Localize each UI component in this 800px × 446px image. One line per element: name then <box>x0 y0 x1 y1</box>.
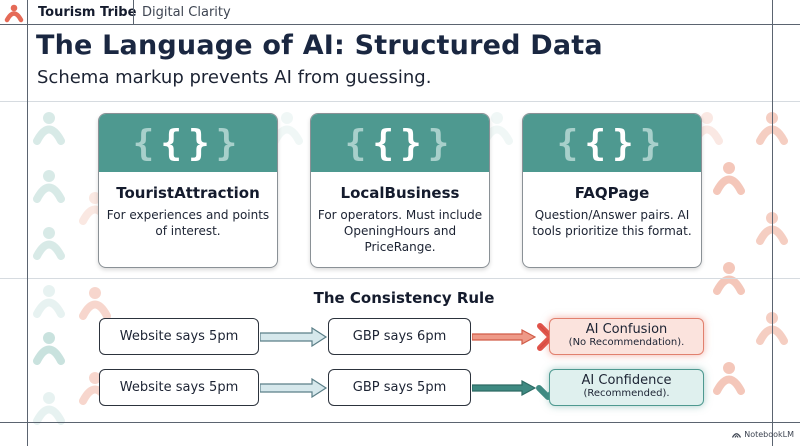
card-description: For experiences and points of interest. <box>106 208 270 238</box>
result-note: (Recommended). <box>583 388 670 399</box>
result-ai-confidence: AI Confidence (Recommended). <box>549 369 704 406</box>
card-description: Question/Answer pairs. AI tools prioriti… <box>532 208 692 238</box>
card-local-business: {{}} LocalBusiness For operators. Must i… <box>310 113 490 268</box>
person-icon <box>33 285 65 318</box>
slide-subtitle: Schema markup prevents AI from guessing. <box>37 67 432 88</box>
footer-divider <box>0 422 800 423</box>
person-icon <box>33 170 65 203</box>
arrow-right-icon <box>260 378 328 398</box>
curly-braces-icon: {{}} <box>99 114 277 172</box>
tagline: Digital Clarity <box>142 5 231 20</box>
curly-braces-icon: {{}} <box>311 114 489 172</box>
notebooklm-watermark: NotebookLM <box>732 430 794 439</box>
person-icon <box>79 287 111 320</box>
arrow-right-icon <box>260 327 328 347</box>
person-icon <box>33 227 65 260</box>
person-icon <box>713 262 745 295</box>
notebooklm-logo-icon <box>732 433 742 438</box>
brand-name: Tourism Tribe <box>38 5 137 20</box>
result-label: AI Confusion <box>585 322 668 337</box>
header-divider <box>0 24 800 25</box>
result-ai-confusion: AI Confusion (No Recommendation). <box>549 318 704 355</box>
gbp-box: GBP says 5pm <box>328 369 471 406</box>
person-icon <box>4 4 24 23</box>
brand-separator <box>133 0 134 24</box>
title-divider <box>0 101 800 102</box>
arrow-right-icon <box>472 380 536 396</box>
card-faq-page: {{}} FAQPage Question/Answer pairs. AI t… <box>522 113 702 268</box>
person-icon <box>33 392 65 425</box>
consistency-rule-title: The Consistency Rule <box>313 289 495 307</box>
curly-braces-icon: {{}} <box>523 114 701 172</box>
card-title: FAQPage <box>574 184 650 202</box>
card-tourist-attraction: {{}} TouristAttraction For experiences a… <box>98 113 278 268</box>
left-rule <box>27 0 28 446</box>
section-divider <box>0 278 800 279</box>
result-note: (No Recommendation). <box>568 337 685 348</box>
person-icon <box>713 162 745 195</box>
card-title: LocalBusiness <box>340 184 460 202</box>
person-icon <box>33 332 65 365</box>
person-icon <box>33 112 65 145</box>
arrow-right-icon <box>472 329 536 345</box>
footer-label: NotebookLM <box>744 430 794 439</box>
result-label: AI Confidence <box>581 373 672 388</box>
slide-title: The Language of AI: Structured Data <box>36 30 603 61</box>
source-box: Website says 5pm <box>99 369 259 406</box>
right-rule <box>772 0 773 446</box>
person-icon <box>713 362 745 395</box>
card-description: For operators. Must include OpeningHours… <box>317 208 483 254</box>
card-title: TouristAttraction <box>116 184 260 202</box>
source-box: Website says 5pm <box>99 318 259 355</box>
gbp-box: GBP says 6pm <box>328 318 471 355</box>
